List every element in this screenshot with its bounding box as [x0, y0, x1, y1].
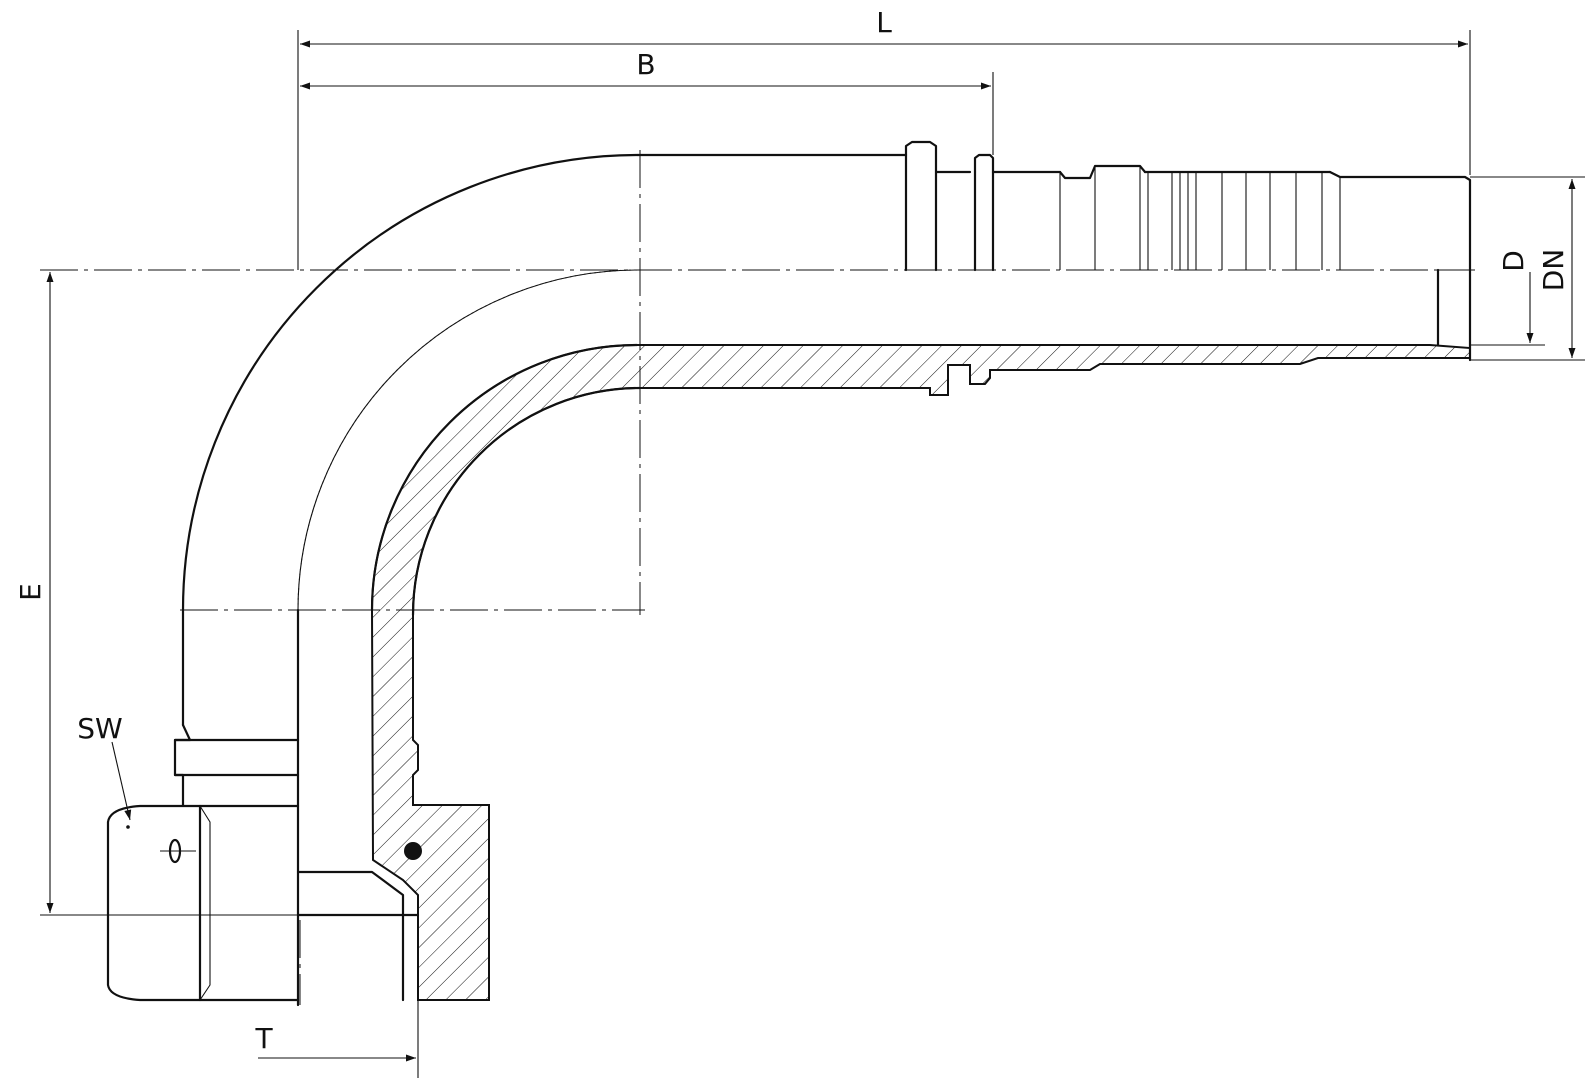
neck	[173, 608, 300, 1007]
label-T: T	[254, 1022, 273, 1055]
centerlines	[40, 150, 1475, 1005]
hex-nut	[106, 804, 422, 1002]
label-D: D	[1497, 250, 1530, 272]
dimensions	[40, 30, 1585, 1078]
label-B: B	[636, 48, 655, 81]
sw-leader-line	[111, 741, 132, 821]
dimension-labels: L B E D DN SW T	[14, 6, 1570, 1055]
label-DN: DN	[1537, 249, 1570, 292]
label-SW: SW	[77, 712, 122, 745]
section-hatch	[370, 343, 1471, 1001]
hose-tail	[904, 140, 1472, 362]
label-E: E	[14, 583, 47, 601]
label-L: L	[876, 6, 892, 39]
elbow-body	[181, 153, 908, 727]
